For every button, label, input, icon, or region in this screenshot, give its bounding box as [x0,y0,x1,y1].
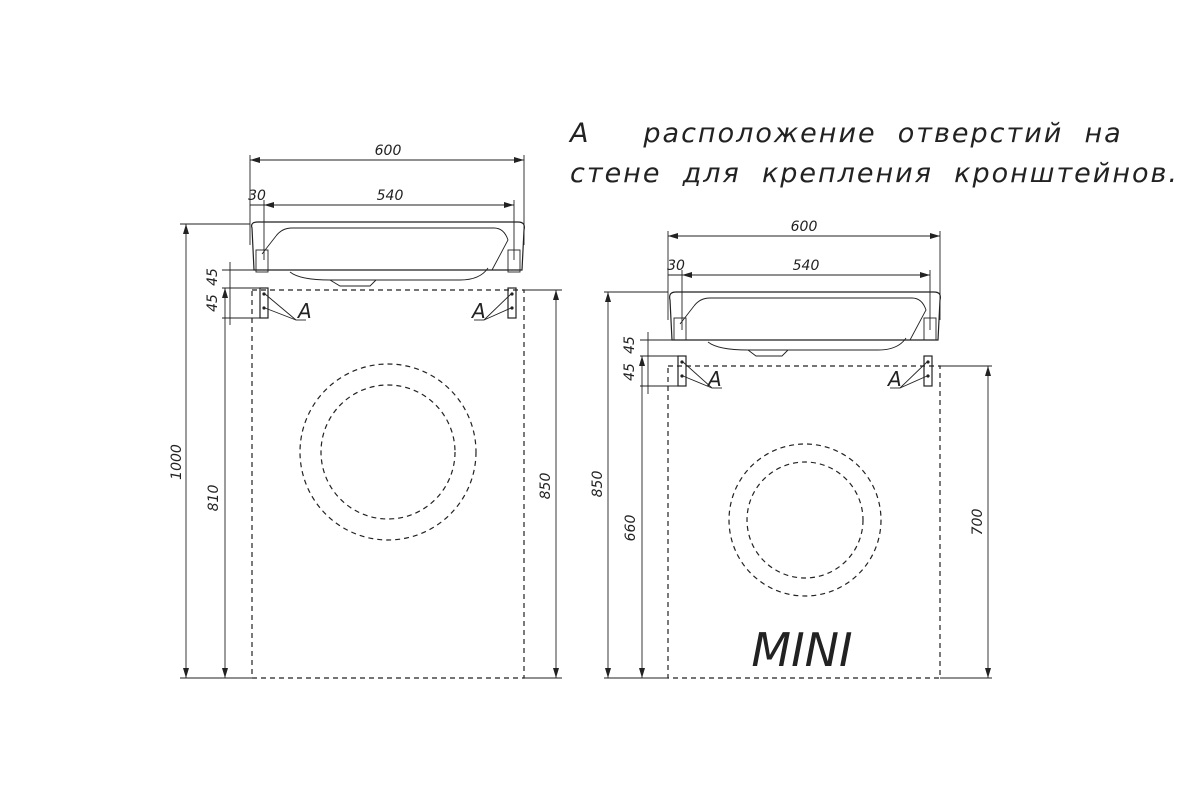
right-label-a-left: A [706,367,722,391]
right-drawing: 600 30 540 [590,219,992,679]
note-line-1: А расположение отверстий на [570,118,1123,149]
left-dim-540: 30 540 [248,188,515,260]
right-dim-850: 850 [590,291,668,679]
left-dim-45-bottom: 45 [205,294,221,312]
right-dim-700: 700 [940,365,992,679]
right-dim-45-bottom: 45 [622,363,638,381]
left-dim-850-label: 850 [538,473,554,500]
right-dim-660: 660 [623,356,645,678]
right-label-a-right: A [886,367,902,391]
left-label-a-left: A [296,299,312,323]
left-drawing: 600 30 540 [169,143,562,679]
left-dim-1000: 1000 [169,223,252,679]
right-brackets: A A [677,355,933,391]
left-washing-machine [251,289,525,679]
right-dim-600-label: 600 [791,219,818,235]
left-dim-45-top: 45 [205,268,221,286]
right-model-label: MINI [751,623,852,677]
right-washing-machine: MINI [667,365,941,679]
left-dim-600: 600 [249,143,525,245]
note-line-2: стене для крепления кронштейнов. [570,158,1180,189]
left-dim-810-label: 810 [206,485,222,512]
left-dim-600-label: 600 [375,143,402,159]
left-brackets: A A [259,287,517,323]
left-dim-810: 810 [206,288,228,678]
right-sink [669,291,941,357]
left-sink [251,221,525,287]
right-dim-850-label: 850 [590,471,606,498]
right-dim-540-label: 540 [793,258,820,274]
left-dim-holes: 45 45 [205,262,266,325]
right-dim-holes: 45 45 [622,332,684,394]
left-dim-30-label: 30 [248,188,266,204]
left-dim-1000-label: 1000 [169,444,185,480]
right-dim-45-top: 45 [622,336,638,354]
right-dim-540: 30 540 [667,258,931,330]
right-dim-30-label: 30 [667,258,685,274]
left-dim-850: 850 [524,289,562,679]
left-dim-540-label: 540 [377,188,404,204]
right-dim-700-label: 700 [970,509,986,536]
right-dim-660-label: 660 [623,515,639,542]
left-label-a-right: A [470,299,486,323]
